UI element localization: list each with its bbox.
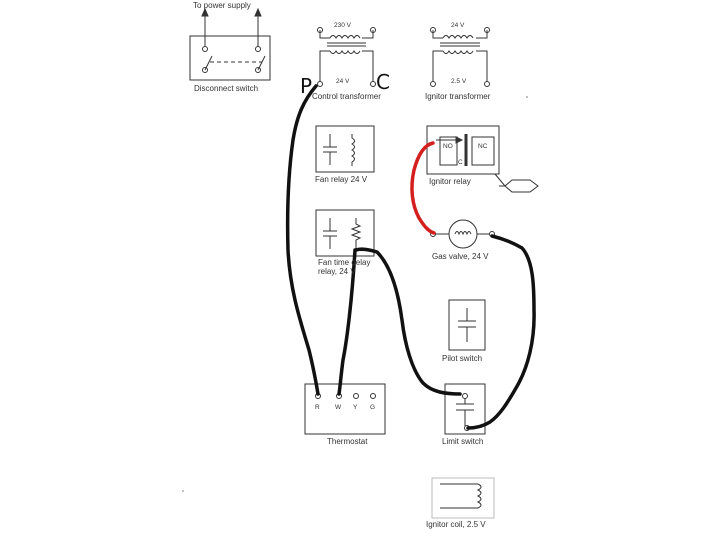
power-supply-label: To power supply [193,1,251,10]
wire-delay-relay-to-limit-switch [354,247,462,396]
gas-valve-label: Gas valve, 24 V [432,252,489,261]
power-supply-arrows [201,7,262,32]
pilot-switch-label: Pilot switch [442,354,483,363]
control-transformer-secondary: 24 V [336,78,350,85]
ignitor-transformer-secondary: 2.5 V [451,78,467,85]
disconnect-switch-label: Disconnect switch [194,84,259,93]
scan-speck [526,96,528,98]
fan-time-delay-relay-label-line1: Fan time delay [318,258,371,267]
ignitor-relay-c: C [458,159,463,166]
hand-drawn-wires [285,84,536,430]
red-wire-relay-to-gas-valve [410,141,436,235]
thermostat-terminal-y: Y [353,404,358,411]
ignitor-relay-label: Ignitor relay [429,177,471,186]
terminal-c-label: C [376,70,390,94]
control-transformer-primary: 230 V [334,22,351,29]
ignitor-transformer-label: Ignitor transformer [425,92,491,101]
ignitor-relay [426,125,539,193]
thermostat-terminal-w: W [335,404,342,411]
ignitor-transformer-primary: 24 V [451,22,465,29]
fan-relay [315,125,375,173]
ignitor-relay-nc: NC [478,143,488,150]
disconnect-switch [189,32,271,81]
thermostat-label: Thermostat [327,437,368,446]
ignitor-coil [431,477,495,519]
thermostat-terminal-r: R [315,404,320,411]
fan-time-delay-relay [315,209,375,257]
fan-time-delay-relay-label-line2: relay, 24 V [318,267,356,276]
terminal-p-label: P [300,74,313,98]
scan-speck [182,490,184,492]
ignitor-relay-no: NO [443,143,453,150]
control-transformer-label: Control transformer [312,92,381,101]
ignitor-transformer [430,27,490,87]
thermostat [304,383,386,435]
control-transformer [317,27,376,87]
ignitor-coil-label: Ignitor coil, 2.5 V [426,520,486,529]
limit-switch-label: Limit switch [442,437,484,446]
wire-gas-valve-to-limit-switch [466,234,536,430]
thermostat-terminal-g: G [370,404,376,411]
pilot-switch [448,299,486,351]
wire-delay-relay-to-thermostat-w [337,248,357,396]
limit-switch [444,383,486,435]
fan-relay-label: Fan relay 24 V [315,175,368,184]
wire-p-to-thermostat-r [285,84,320,396]
gas-valve [430,219,495,249]
